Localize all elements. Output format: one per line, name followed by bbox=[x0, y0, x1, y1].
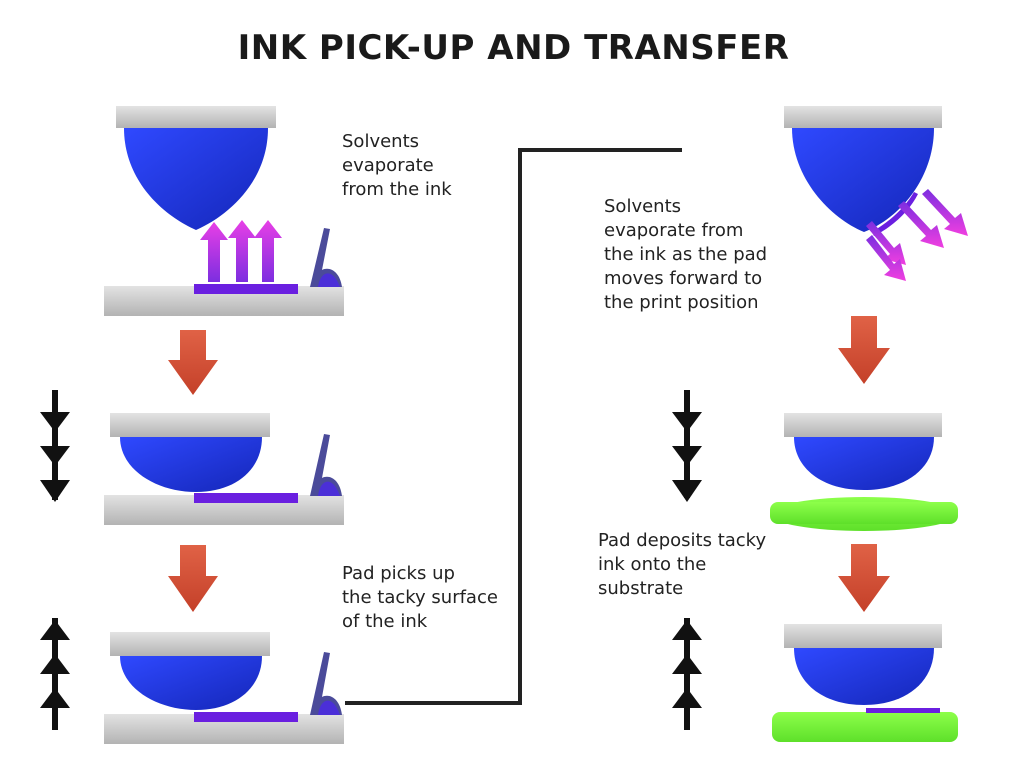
vapor-arrow bbox=[866, 221, 906, 265]
pad-holder bbox=[784, 624, 942, 648]
vapor-arrows-up bbox=[200, 220, 282, 282]
step-arrow-down bbox=[168, 330, 218, 395]
pad-holder bbox=[784, 106, 942, 128]
diagram-title: INK PICK-UP AND TRANSFER bbox=[237, 28, 790, 68]
ink-cup bbox=[310, 652, 342, 715]
ink-well bbox=[194, 712, 298, 722]
caption-solvents-evaporate: Solvents evaporate from the ink bbox=[342, 131, 452, 200]
printed-ink bbox=[866, 708, 940, 713]
step-arrow-down bbox=[168, 545, 218, 612]
connector-line bbox=[345, 148, 682, 705]
step-arrow-down bbox=[838, 544, 890, 612]
vapor-arrows-diagonal bbox=[866, 189, 968, 281]
ink-blob bbox=[318, 700, 340, 715]
ink-blob bbox=[318, 273, 340, 287]
ink-well bbox=[194, 284, 298, 294]
ink-cup bbox=[310, 434, 342, 496]
pad-holder bbox=[116, 106, 276, 128]
caption-pad-deposits: Pad deposits tacky ink onto the substrat… bbox=[598, 530, 767, 599]
vapor-arrow bbox=[200, 222, 228, 282]
motion-arrows-down bbox=[40, 390, 70, 502]
pad-holder bbox=[110, 413, 270, 437]
pad bbox=[124, 128, 268, 230]
ink-blob bbox=[318, 481, 340, 496]
stage-left-1 bbox=[104, 106, 344, 316]
vapor-arrow bbox=[254, 220, 282, 282]
stage-left-2 bbox=[104, 413, 344, 525]
stage-left-3 bbox=[104, 632, 344, 744]
pad-holder bbox=[784, 413, 942, 437]
pad bbox=[794, 648, 934, 705]
vapor-arrow bbox=[228, 220, 256, 282]
ink-film bbox=[872, 192, 918, 236]
caption-pad-picks-up: Pad picks up the tacky surface of the in… bbox=[342, 563, 498, 632]
pad bbox=[120, 656, 262, 710]
step-arrow-down bbox=[838, 316, 890, 384]
pad bbox=[120, 437, 262, 492]
vapor-arrow bbox=[866, 235, 906, 281]
caption-solvents-moving: Solvents evaporate from the ink as the p… bbox=[604, 196, 768, 313]
stage-right-2 bbox=[770, 413, 958, 531]
ink-well bbox=[194, 493, 298, 503]
vapor-arrow bbox=[922, 189, 968, 236]
motion-arrows-down bbox=[672, 390, 702, 502]
motion-arrows-up bbox=[40, 618, 70, 730]
stage-right-1 bbox=[784, 106, 968, 281]
ink-cup bbox=[310, 228, 342, 287]
vapor-arrow bbox=[898, 201, 944, 248]
stage-right-3 bbox=[772, 624, 958, 742]
pad bbox=[794, 437, 934, 490]
pad-holder bbox=[110, 632, 270, 656]
motion-arrows-up bbox=[672, 618, 702, 730]
substrate bbox=[772, 712, 958, 742]
